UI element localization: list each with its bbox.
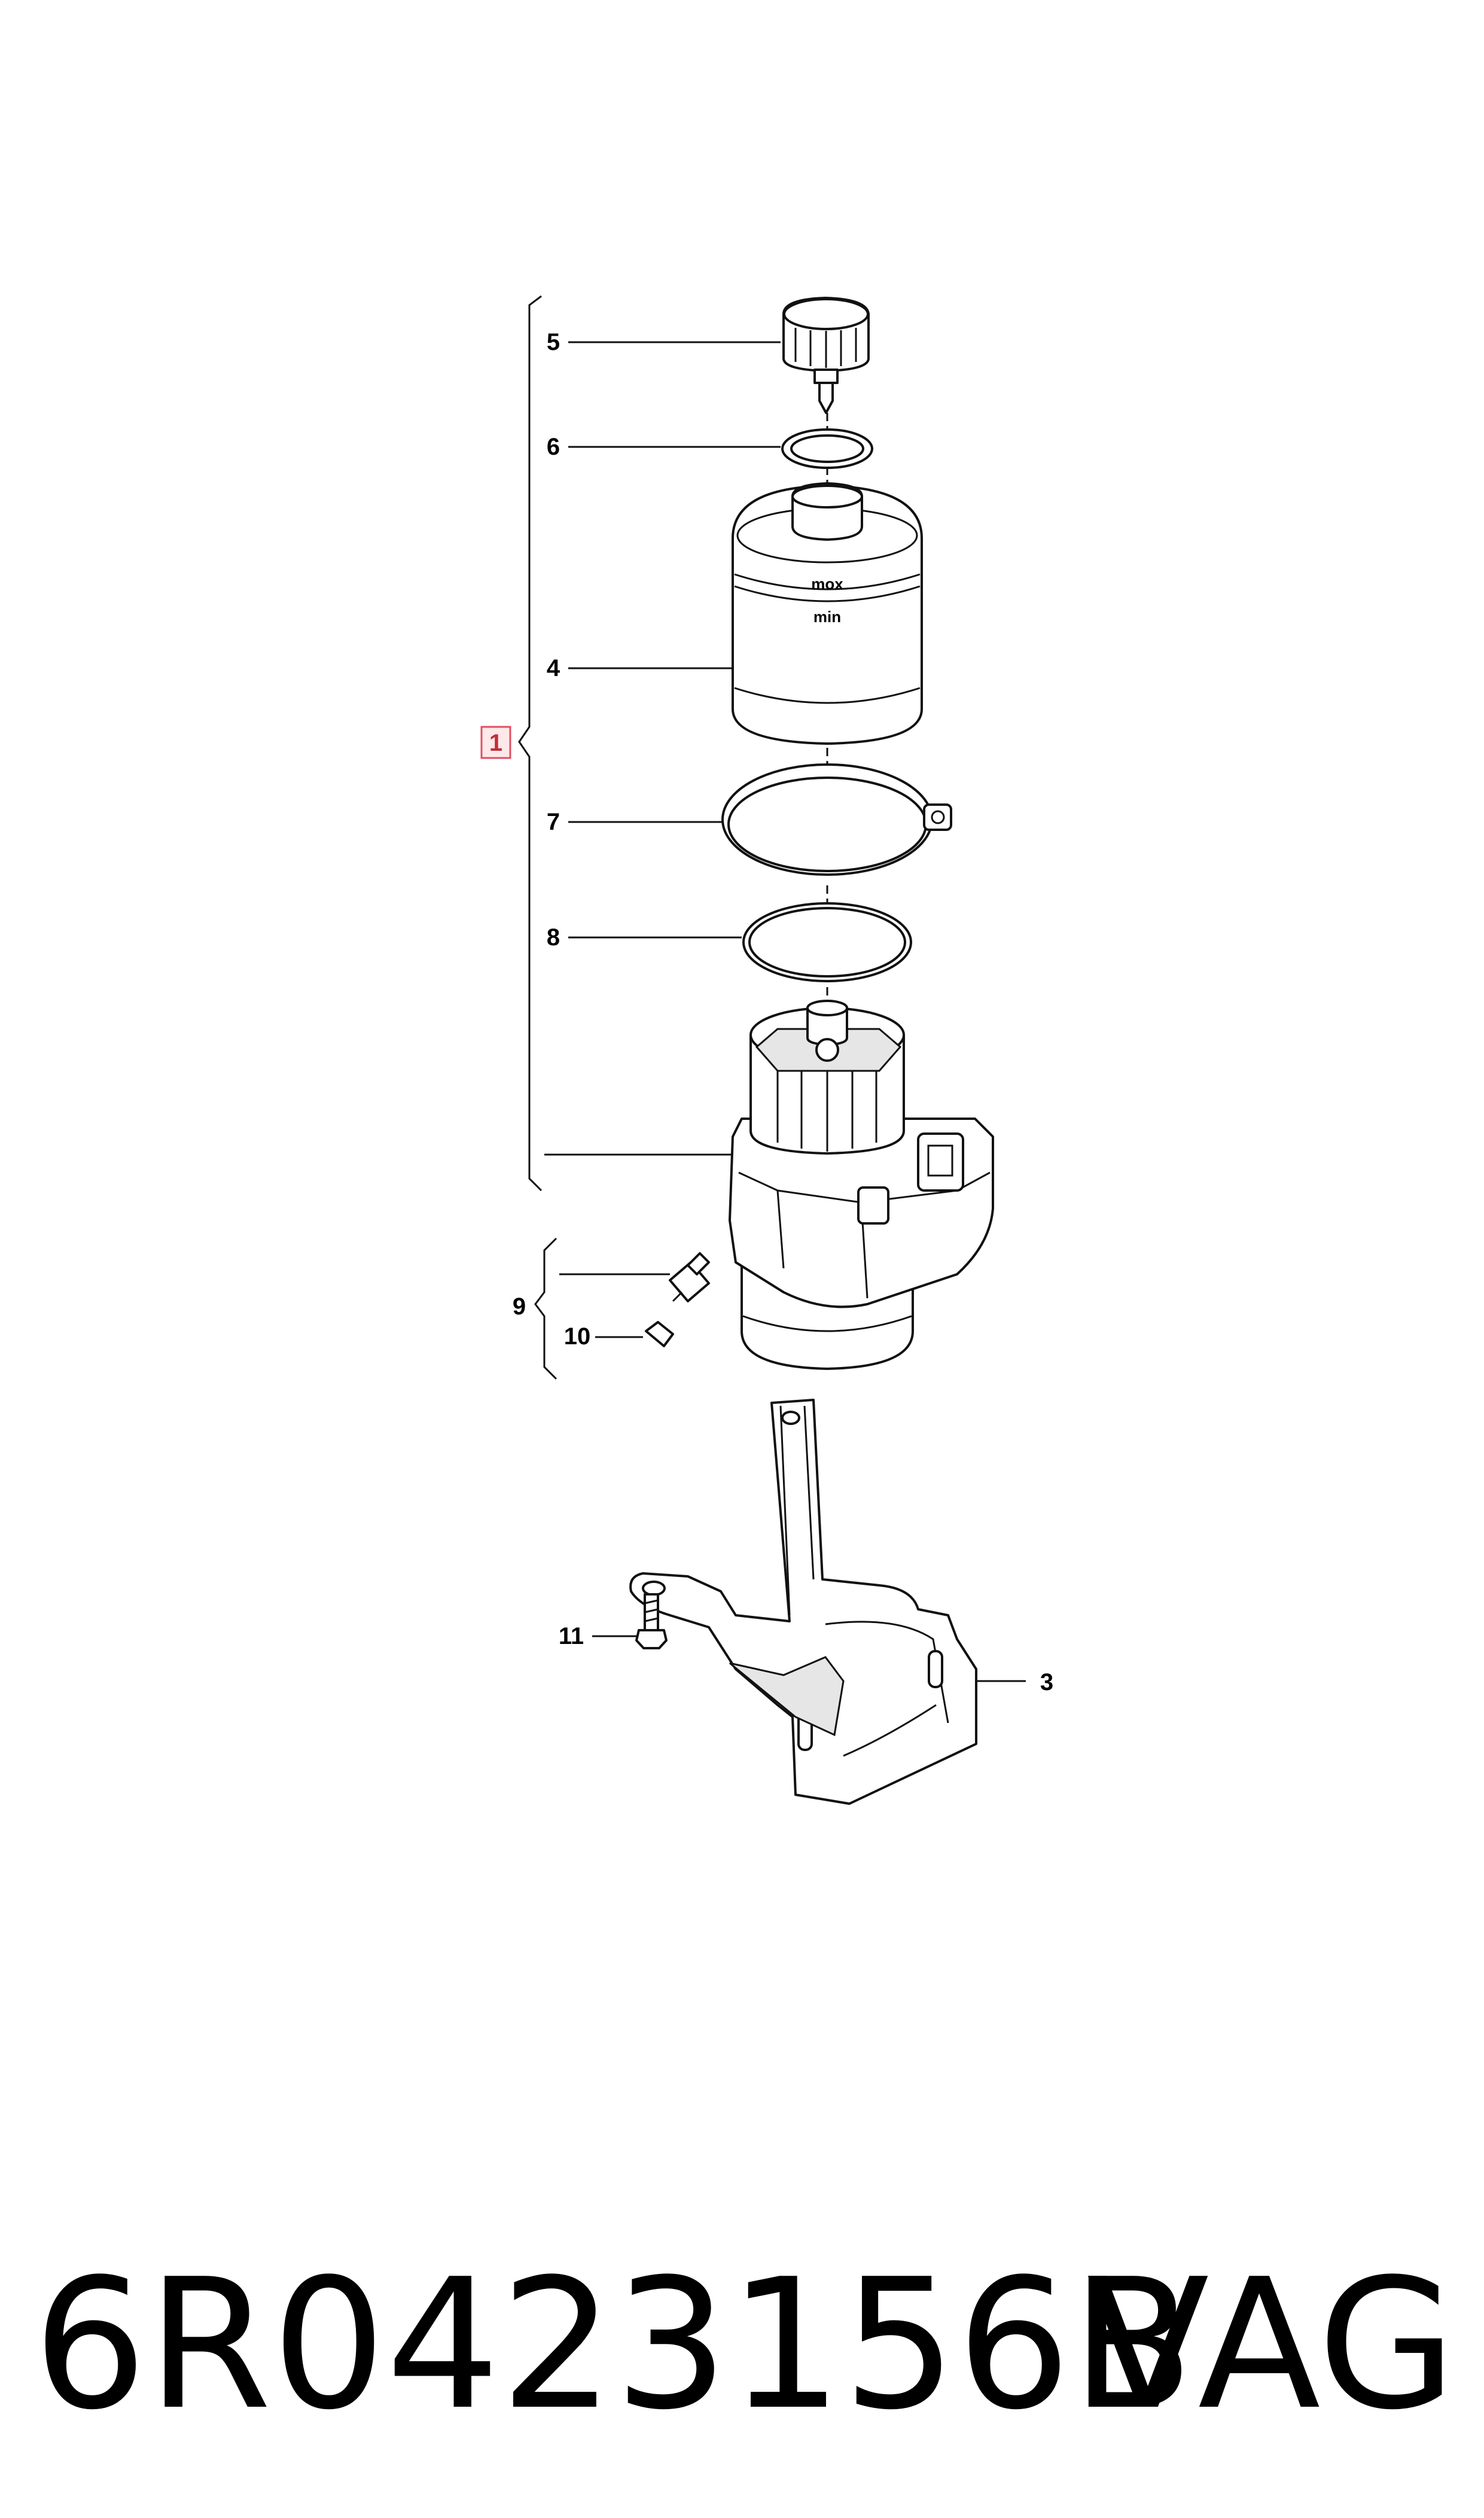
callout-11[interactable]: 11 bbox=[559, 1623, 584, 1649]
callout-3[interactable]: 3 bbox=[1040, 1669, 1053, 1695]
callout-8[interactable]: 8 bbox=[547, 924, 560, 951]
callout-6[interactable]: 6 bbox=[547, 434, 560, 460]
group-bracket-1 bbox=[518, 295, 543, 1192]
part-11-bolt-icon[interactable] bbox=[635, 1593, 668, 1649]
brand-name: VAG bbox=[1086, 2240, 1456, 2449]
diagram-canvas: 1 5 6 4 7 8 9 10 11 3 bbox=[480, 295, 1053, 1805]
pump-unit-icon[interactable] bbox=[729, 1000, 994, 1370]
callout-5[interactable]: 5 bbox=[547, 329, 560, 355]
callout-7[interactable]: 7 bbox=[547, 809, 560, 835]
part-3-mounting-bracket-icon[interactable] bbox=[629, 1399, 977, 1805]
part-6-seal-ring-icon[interactable] bbox=[781, 428, 873, 469]
part-9-valve-icon[interactable] bbox=[669, 1252, 710, 1302]
callout-4[interactable]: 4 bbox=[547, 655, 560, 681]
part-4-reservoir-icon[interactable]: mox min bbox=[732, 482, 923, 745]
part-7-hose-clamp-icon[interactable] bbox=[721, 763, 952, 876]
callout-9[interactable]: 9 bbox=[513, 1293, 526, 1320]
part-number: 6R0423156B bbox=[33, 2240, 1194, 2449]
callout-1-box[interactable] bbox=[480, 726, 511, 759]
group-bracket-9 bbox=[534, 1237, 557, 1380]
min-level-mark: min bbox=[813, 608, 841, 626]
footer-caption: 6R0423156B VAG bbox=[33, 2237, 1456, 2453]
part-5-filler-cap-icon[interactable] bbox=[782, 297, 870, 414]
callout-1: 1 bbox=[489, 730, 502, 756]
part-8-seal-ring-icon[interactable] bbox=[742, 902, 912, 982]
callout-10[interactable]: 10 bbox=[564, 1323, 591, 1350]
max-level-mark: mox bbox=[811, 575, 843, 593]
part-10-cap-icon[interactable] bbox=[645, 1321, 674, 1347]
